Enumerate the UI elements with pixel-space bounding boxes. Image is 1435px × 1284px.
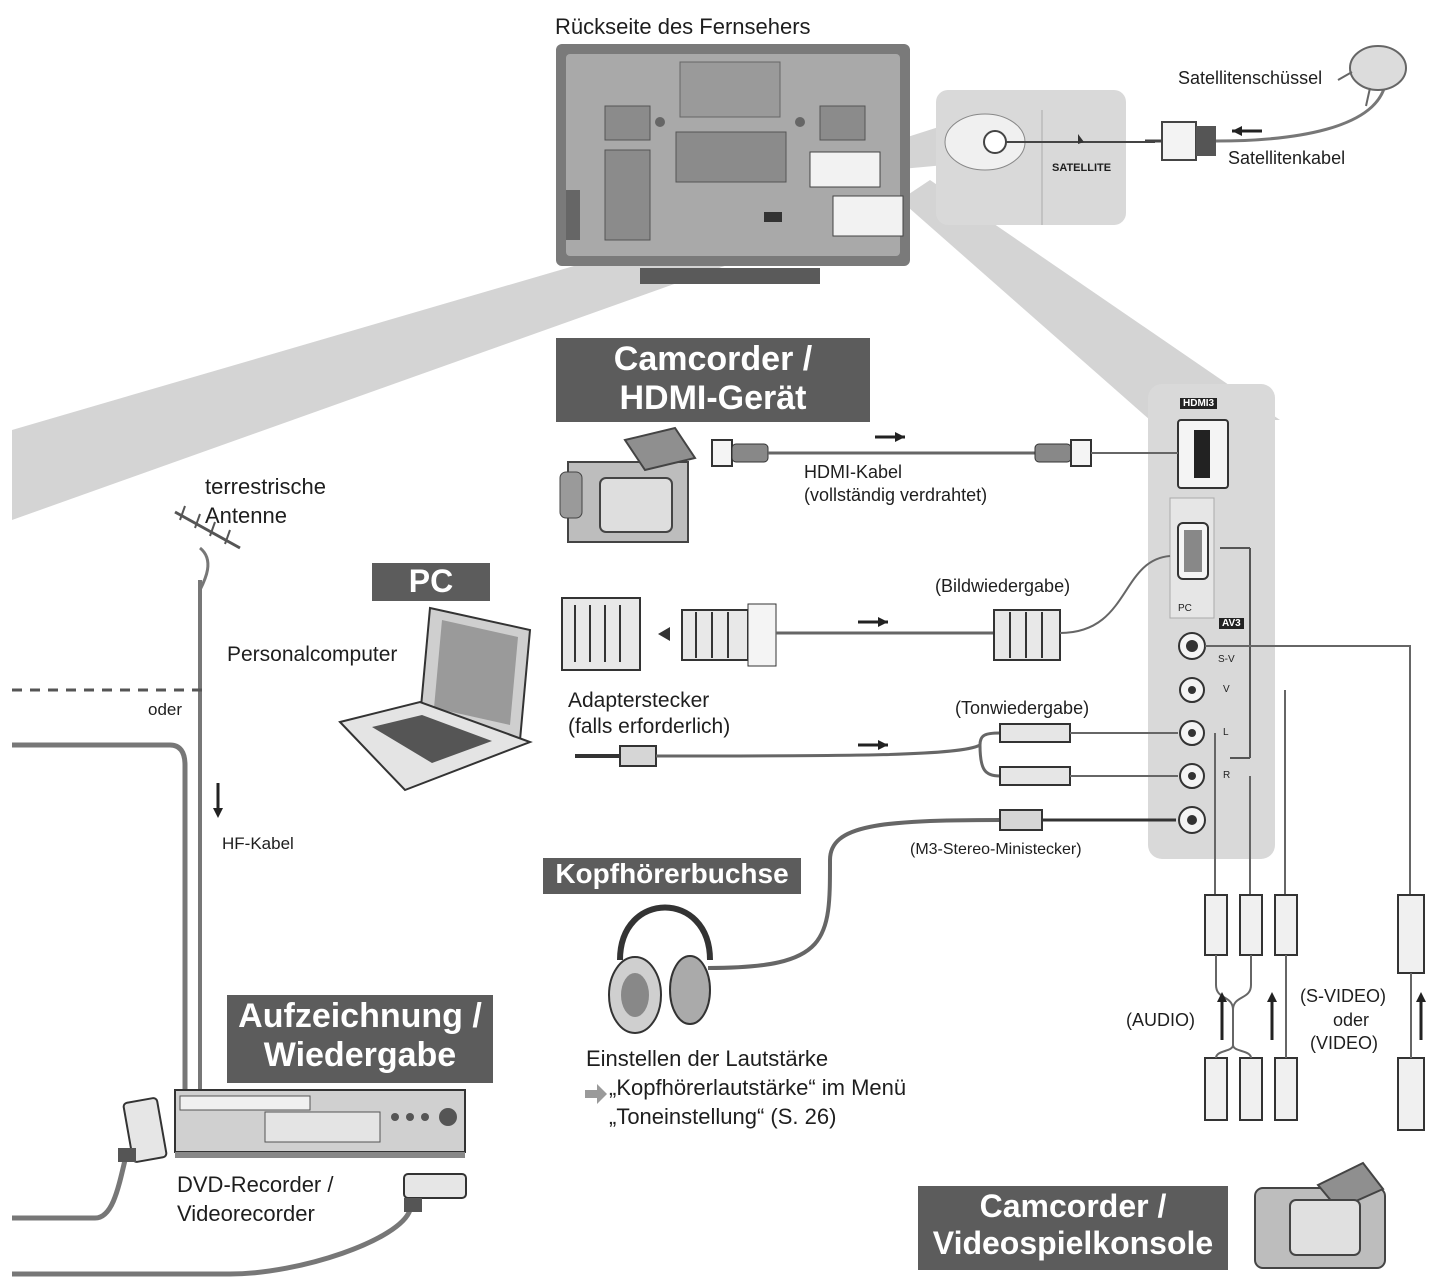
satellite-cable-label: Satellitenkabel (1228, 148, 1346, 168)
scart-plug-right (403, 1173, 467, 1212)
satellite-dish-label: Satellitenschüssel (1178, 68, 1323, 88)
scart-plug-left (118, 1097, 168, 1163)
audio-label: (AUDIO) (1126, 1010, 1195, 1030)
hdmi-cable-label-line2: (vollständig verdrahtet) (804, 485, 988, 505)
v-port-tag: V (1223, 684, 1230, 695)
rf-arrow (213, 783, 223, 818)
headphone-heading: Kopfhörerbuchse (543, 858, 801, 894)
satellite-connector (1145, 79, 1388, 161)
headphone-plug-label: (M3-Stereo-Ministecker) (910, 841, 1082, 858)
hdmi-cable-label-line1: HDMI-Kabel (804, 462, 903, 482)
scart-cable-bottom (12, 1208, 413, 1277)
rf-cable-label: HF-Kabel (222, 834, 294, 853)
hdmi-device-heading-line1: Camcorder / (613, 340, 813, 378)
camcorder-console-heading-line1: Camcorder / (979, 1188, 1167, 1224)
rca-cables (1204, 645, 1426, 1131)
antenna-illustration (174, 505, 241, 1100)
satellite-zoom-panel (936, 90, 1155, 225)
tv-rear-label: Rückseite des Fernsehers (555, 14, 811, 39)
camcorder-console-heading-line2: Videospielkonsole (932, 1224, 1214, 1261)
pc-heading: PC (372, 563, 490, 601)
laptop-illustration (338, 606, 533, 792)
video-cable-label: (Bildwiedergabe) (935, 576, 1071, 596)
sv-port-tag: S-V (1218, 654, 1235, 665)
l-port-tag: L (1223, 727, 1229, 738)
dvd-recorder-illustration (174, 1089, 466, 1158)
svideo-label-line2: oder (1333, 1010, 1370, 1030)
hdmi-camcorder (559, 426, 697, 543)
headphones-illustration (608, 904, 713, 1034)
camcorder-console-heading: Camcorder / Videospielkonsole (918, 1186, 1228, 1270)
vga-cable (561, 555, 1171, 671)
recorder-heading: Aufzeichnung / Wiedergabe (227, 995, 493, 1083)
recorder-heading-line1: Aufzeichnung / (238, 997, 482, 1035)
satellite-dish (1337, 45, 1407, 107)
hdmi-cable (711, 432, 1178, 467)
adapter-label-line2: (falls erforderlich) (568, 715, 731, 738)
pc-beam (12, 200, 820, 520)
volume-note-line2: „Kopfhörerlautstärke“ im Menü (609, 1075, 907, 1100)
camcorder-console-illustration (1254, 1161, 1386, 1269)
r-port-tag: R (1223, 770, 1231, 781)
pc-port-tag: PC (1178, 603, 1192, 614)
or-label: oder (148, 700, 183, 719)
svideo-label-line3: (VIDEO) (1310, 1033, 1379, 1053)
recorder-device-line1: DVD-Recorder / (177, 1172, 334, 1197)
adapter-label-line1: Adapterstecker (568, 689, 710, 712)
audio-cable-label: (Tonwiedergabe) (955, 698, 1090, 718)
antenna-label-line2: Antenne (205, 503, 287, 528)
recorder-heading-line2: Wiedergabe (263, 1036, 457, 1075)
recorder-device-line2: Videorecorder (177, 1201, 315, 1226)
pc-device-label: Personalcomputer (227, 643, 398, 666)
side-beam (900, 180, 1280, 420)
rf-cable-upper (12, 742, 188, 1098)
tv-side-panel (1148, 384, 1275, 859)
scart-cable-lower (12, 1159, 128, 1221)
av3-port-tag: AV3 (1219, 618, 1244, 629)
volume-note-line3: „Toneinstellung“ (S. 26) (609, 1104, 837, 1129)
volume-note-line1: Einstellen der Lautstärke (586, 1046, 829, 1071)
note-arrow-icon (585, 1084, 607, 1104)
audio-cable (575, 723, 1178, 786)
antenna-label-line1: terrestrische (205, 474, 327, 499)
svideo-label-line1: (S-VIDEO) (1300, 986, 1387, 1006)
headphone-cable (707, 809, 1176, 970)
satellite-port-label: SATELLITE (1052, 162, 1112, 174)
tv-rear-illustration (556, 44, 910, 284)
hdmi-device-heading-line2: HDMI-Gerät (619, 379, 807, 418)
hdmi-device-heading: Camcorder / HDMI-Gerät (556, 338, 870, 422)
hdmi3-port-tag: HDMI3 (1180, 398, 1218, 409)
